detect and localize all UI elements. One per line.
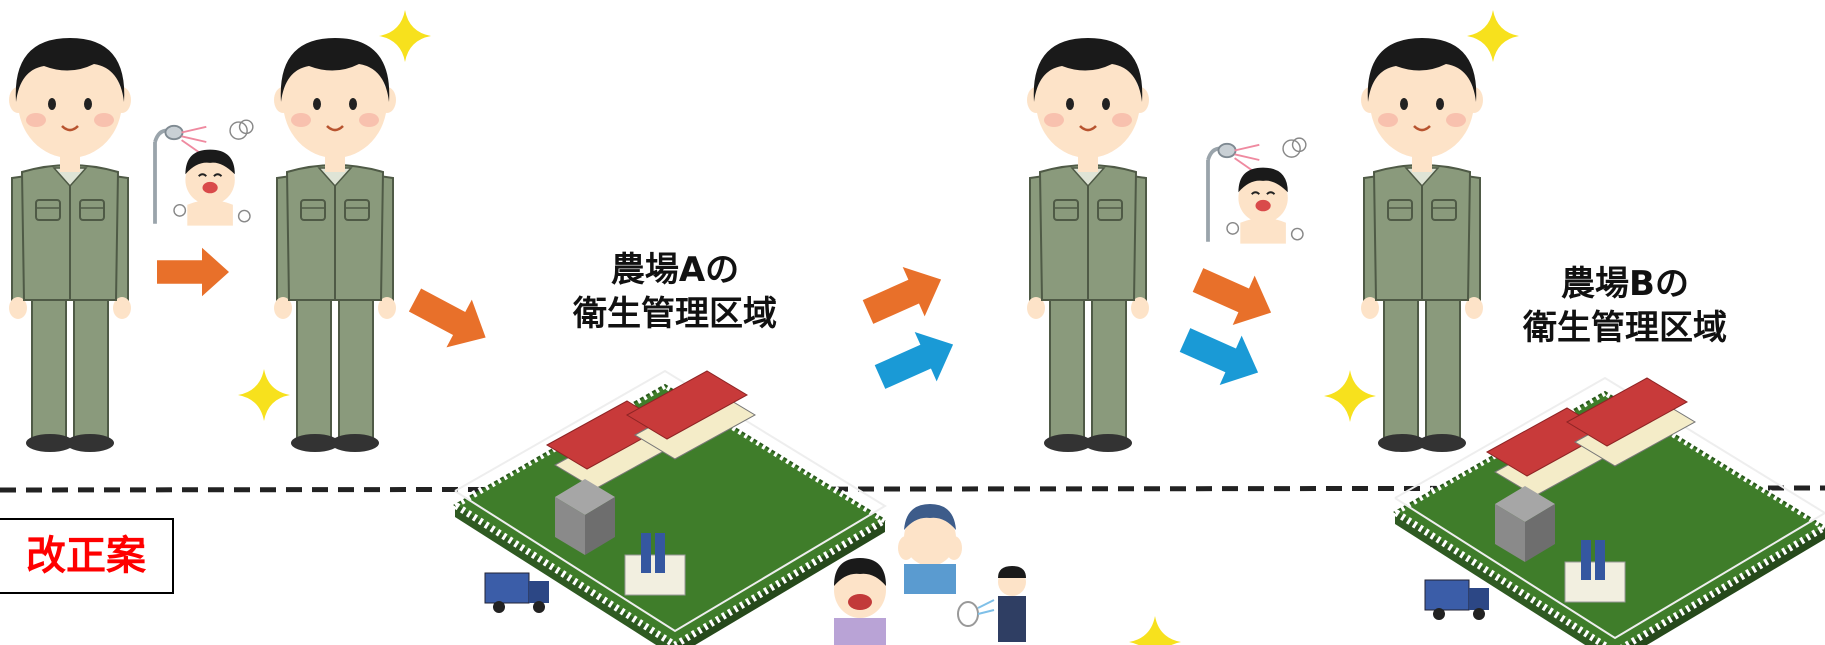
sparkle-icon-2 bbox=[238, 369, 290, 421]
person-gargling bbox=[834, 558, 886, 645]
person-washing-face bbox=[898, 504, 962, 594]
sparkle-icon-3 bbox=[1467, 10, 1519, 62]
arrow-from-farm-a-orange bbox=[857, 254, 953, 337]
worker-4 bbox=[1359, 36, 1485, 454]
arrow-to-farm-b-blue bbox=[1174, 315, 1270, 398]
farm-a-label-line1: 農場Aの bbox=[610, 250, 740, 290]
person-spraying bbox=[957, 566, 1026, 642]
worker-2 bbox=[272, 36, 398, 454]
farm-b-label-line1: 農場Bの bbox=[1561, 264, 1689, 304]
farm-a-illustration bbox=[455, 371, 885, 645]
sparkle-icon-1 bbox=[379, 10, 431, 62]
shower-icon-2 bbox=[1206, 136, 1308, 246]
farm-a-label-line2: 衛生管理区域 bbox=[573, 294, 777, 334]
arrow-to-farm-a bbox=[402, 276, 499, 362]
arrow-shower-1 bbox=[157, 247, 229, 297]
arrow-to-farm-b-orange bbox=[1187, 255, 1283, 338]
farm-b-label: 農場Bの 衛生管理区域 bbox=[1490, 262, 1760, 350]
farm-b-label-line2: 衛生管理区域 bbox=[1523, 308, 1727, 348]
worker-1 bbox=[7, 36, 133, 454]
sparkle-icon-4 bbox=[1324, 370, 1376, 422]
shower-icon-1 bbox=[153, 118, 255, 228]
arrow-from-farm-a-blue bbox=[869, 319, 965, 402]
sparkle-icon-5 bbox=[1129, 616, 1181, 645]
revision-badge: 改正案 bbox=[0, 518, 174, 594]
farm-a-label: 農場Aの 衛生管理区域 bbox=[540, 248, 810, 336]
worker-3 bbox=[1025, 36, 1151, 454]
